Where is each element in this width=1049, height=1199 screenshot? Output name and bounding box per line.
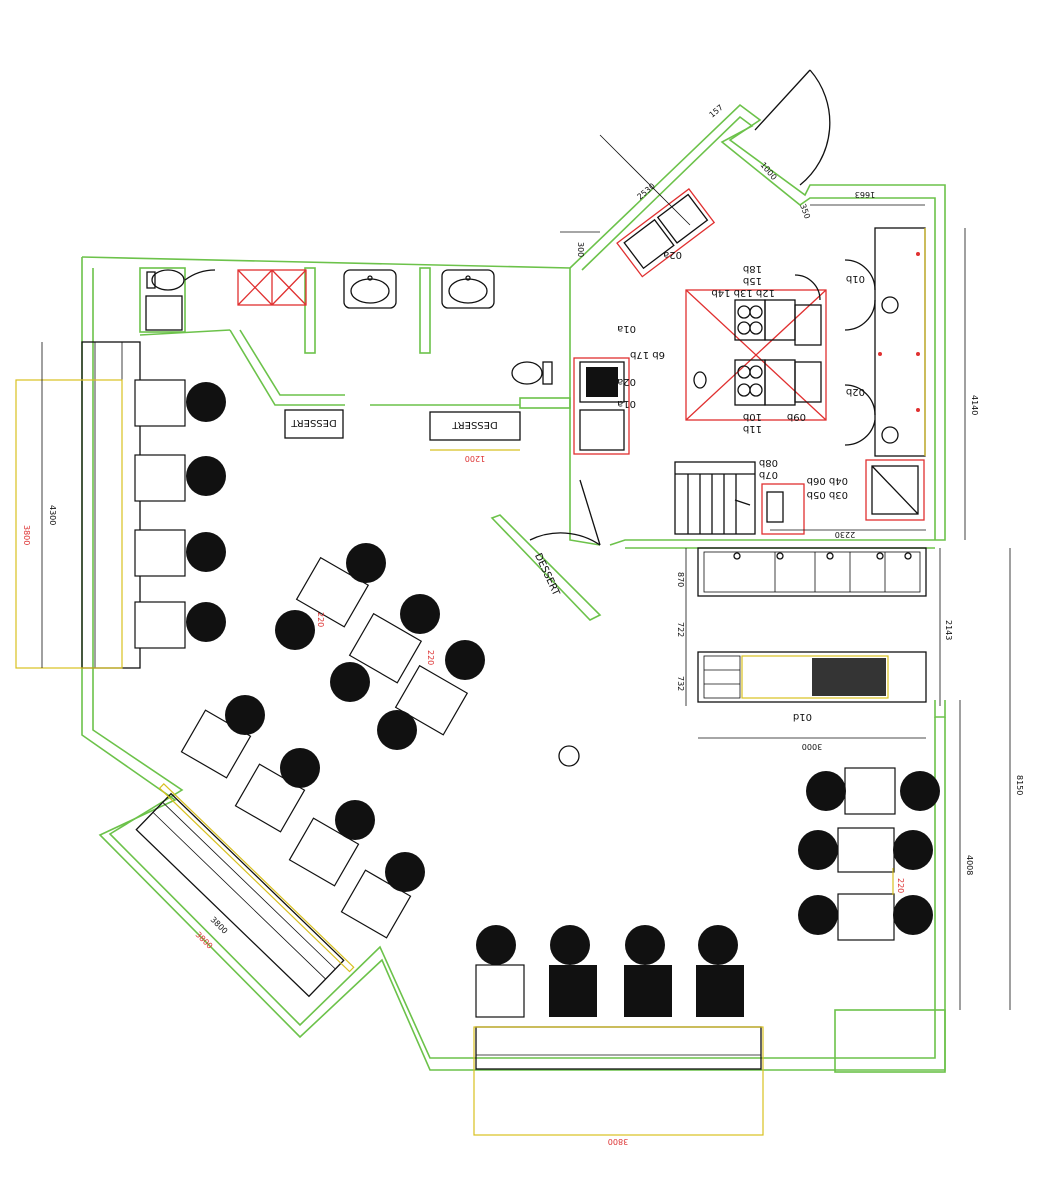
dessert-counter-1: DESSERT: [284, 409, 344, 439]
dim-350: 350: [798, 203, 812, 220]
label-01d: 01d: [793, 711, 812, 722]
double-sink-unit: 02a: [616, 188, 716, 278]
dessert-counter-2: DESSERT 1200: [429, 411, 521, 463]
label-01a-a: 01a: [617, 323, 636, 334]
dimension-lines: [41, 134, 1011, 1010]
label-15b: 15b: [743, 275, 762, 286]
label-14b: 12b 13b 14b: [711, 287, 775, 298]
dim-2143: 2143: [944, 620, 953, 640]
label-08b: 08b: [759, 457, 778, 468]
left-booth-tables: [134, 379, 186, 649]
dim-220-c: 220: [896, 878, 905, 893]
toilet-1: [146, 269, 216, 291]
label-09b: 09b: [787, 411, 806, 422]
dessert-label-1: DESSERT: [290, 417, 336, 428]
dim-722: 722: [676, 622, 685, 637]
label-01b: 01b: [846, 273, 865, 284]
dim-220-a: 220: [426, 650, 435, 665]
label-6b17b: 6b 17b: [630, 349, 665, 360]
dim-3000: 3000: [802, 742, 822, 751]
prep-station: 01a 02a 01a: [573, 323, 636, 455]
bar-counter-back: [697, 547, 927, 597]
dessert-counter-3: DESSERT: [490, 514, 602, 621]
label-18b: 18b: [743, 263, 762, 274]
dim-4008: 4008: [965, 855, 974, 875]
label-03b: 03b 05b: [807, 489, 848, 500]
dim-157: 157: [708, 103, 725, 120]
sink-2: [441, 269, 495, 309]
kitchen-door: [529, 479, 601, 546]
shower-tray: [145, 295, 183, 331]
dim-3800-bottom: 3800: [608, 1137, 628, 1146]
dim-4140: 4140: [970, 395, 979, 415]
dim-220-b: 220: [316, 612, 325, 627]
column: [558, 745, 580, 767]
dim-1663: 1663: [855, 190, 875, 199]
bar-counter-front: 01d: [697, 651, 927, 722]
chairs: [186, 382, 940, 965]
wall-equipment-right: 01b 02b: [794, 227, 926, 457]
entrance-door: [754, 69, 831, 186]
dim-300: 300: [576, 242, 585, 257]
cooking-island: 6b 17b 18b 15b 12b 13b 14b 10b 11b 09b: [630, 263, 827, 434]
label-02a-b: 02a: [617, 376, 636, 387]
diagonal-bench: [135, 783, 355, 998]
label-01a-b: 01a: [617, 398, 636, 409]
dim-8150: 8150: [1015, 775, 1024, 795]
bottom-bench: [473, 1026, 764, 1136]
restroom-area: [139, 267, 571, 409]
dim-870: 870: [676, 572, 685, 587]
storage-corner: 07b 08b 04b 06b 03b 05b: [759, 457, 925, 535]
dim-3800-diag2: 3800: [209, 915, 230, 936]
left-bench: [15, 341, 141, 669]
staircase: [674, 461, 756, 535]
dim-1200: 1200: [465, 454, 485, 463]
sink-1: [343, 269, 397, 309]
dim-4300: 4300: [48, 505, 57, 525]
dim-732: 732: [676, 676, 685, 691]
right-tables: [837, 767, 896, 941]
label-02b: 02b: [846, 386, 865, 397]
label-10b: 10b: [743, 411, 762, 422]
label-07b: 07b: [759, 469, 778, 480]
label-11b: 11b: [743, 423, 762, 434]
label-04b: 04b 06b: [807, 475, 848, 486]
dim-2530: 2530: [636, 182, 657, 202]
dessert-label-3: DESSERT: [532, 552, 562, 599]
bottom-tables: [475, 964, 744, 1018]
toilet-2: [511, 361, 553, 385]
dessert-label-2: DESSERT: [451, 419, 497, 430]
dim-3800-left: 3800: [22, 525, 31, 545]
label-02a: 02a: [663, 249, 682, 260]
dim-2230: 2230: [835, 530, 855, 539]
